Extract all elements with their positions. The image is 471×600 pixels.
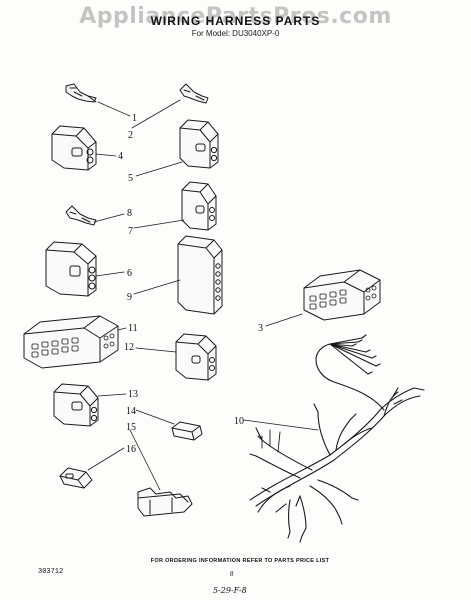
part-12-connector-housing: [175, 333, 217, 381]
leader-4: [95, 153, 117, 157]
callout-2: 2: [128, 130, 133, 141]
part-13-connector-housing: [53, 383, 99, 427]
part-4-connector-housing: [51, 125, 97, 171]
leader-11: [117, 327, 127, 331]
callout-10: 10: [234, 416, 244, 427]
callout-1: 1: [132, 113, 137, 124]
leader-7: [133, 219, 185, 229]
part-7-connector-housing: [181, 181, 217, 231]
leader-16: [87, 447, 125, 471]
diagram-title: WIRING HARNESS PARTS: [150, 14, 321, 28]
part-2-terminal: [179, 83, 209, 104]
callout-4: 4: [118, 151, 123, 162]
leader-12: [135, 347, 177, 353]
leader-2: [131, 99, 181, 129]
part-6-connector-housing: [45, 241, 97, 297]
leader-8: [93, 213, 125, 223]
callout-5: 5: [128, 173, 133, 184]
part-11-multi-pin-block: [23, 315, 119, 369]
callout-14: 14: [126, 406, 136, 417]
callout-13: 13: [128, 389, 138, 400]
callout-16: 16: [126, 444, 136, 455]
part-1-terminal: [65, 83, 97, 103]
leader-6: [95, 271, 125, 277]
leader-5: [135, 161, 183, 177]
leader-13: [97, 393, 127, 397]
leader-9: [133, 279, 181, 295]
part-15-stepped-connector: [137, 487, 193, 517]
part-14-flat-connector: [171, 421, 203, 441]
site-watermark: AppliancePartsPros.com: [79, 4, 392, 29]
part-9-connector-block: [177, 235, 223, 315]
callout-7: 7: [128, 226, 133, 237]
part-8-terminal: [65, 205, 97, 226]
callout-11: 11: [128, 323, 138, 334]
leader-10: [243, 419, 319, 431]
callout-12: 12: [124, 342, 134, 353]
part-5-connector-housing: [179, 119, 219, 169]
page-number: 8: [230, 570, 234, 578]
document-code: 303712: [38, 568, 64, 576]
callout-8: 8: [127, 208, 132, 219]
callout-15: 15: [126, 422, 136, 433]
model-label: For Model: DU3040XP-0: [191, 29, 280, 38]
handwritten-note: 5-29-F-8: [213, 586, 247, 595]
part-3-multi-pin-block: [303, 269, 381, 321]
ordering-note: FOR ORDERING INFORMATION REFER TO PARTS …: [150, 558, 330, 564]
callout-leader-lines: [87, 99, 319, 491]
callout-3: 3: [258, 323, 263, 334]
callout-numbers: 1 2 3 4 5 6 7 8 9 10 11 12 13 14 15 16: [118, 113, 263, 455]
callout-9: 9: [127, 292, 132, 303]
leader-14: [135, 409, 175, 425]
part-10-wiring-harness: [249, 334, 425, 543]
leader-15: [129, 429, 161, 491]
leader-3: [265, 313, 303, 327]
part-16-flat-connector: [59, 467, 93, 489]
leader-1: [97, 101, 131, 117]
callout-6: 6: [127, 268, 132, 279]
